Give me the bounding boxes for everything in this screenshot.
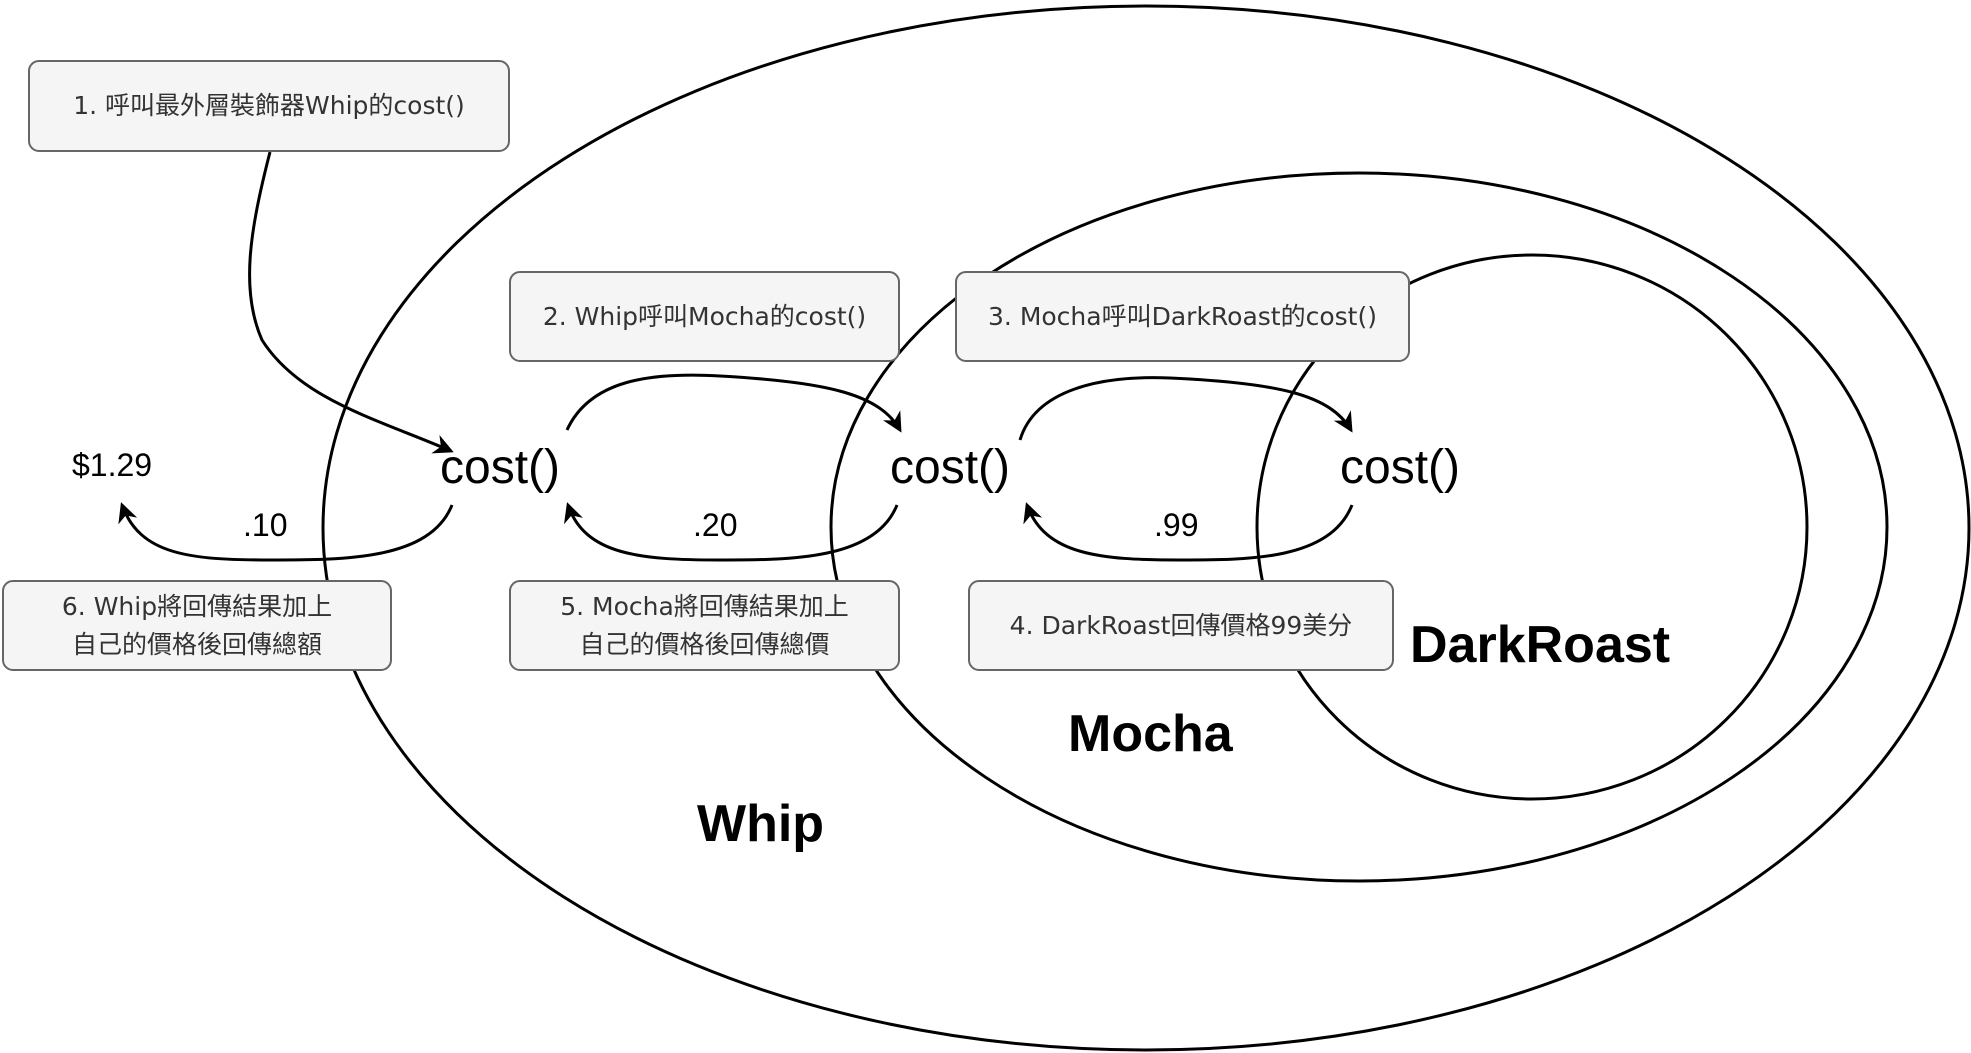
mocha-cost-method: cost() <box>890 441 1010 494</box>
step6-text-line2: 自己的價格後回傳總額 <box>71 629 322 659</box>
step6-text-line1: 6. Whip將回傳結果加上 <box>61 591 333 621</box>
step1-note: 1. 呼叫最外層裝飾器Whip的cost() <box>28 60 510 152</box>
step2-call-arrow <box>565 373 902 433</box>
whip-layer-label: Whip <box>697 795 825 853</box>
darkroast-cost-method: cost() <box>1340 441 1460 494</box>
step5-text-line1: 5. Mocha將回傳結果加上 <box>560 591 849 621</box>
whip-cost-method: cost() <box>440 441 560 494</box>
step3-call-arrow <box>1018 376 1353 441</box>
step5-text-line2: 自己的價格後回傳總價 <box>579 629 830 659</box>
step2-text: 2. Whip呼叫Mocha的cost() <box>542 301 867 331</box>
darkroast-layer-label: DarkRoast <box>1410 616 1671 674</box>
whip-layer-outline <box>321 4 1971 1052</box>
return-arrow-whip <box>118 502 454 562</box>
step1-call-arrow <box>248 151 454 454</box>
step5-note: 5. Mocha將回傳結果加上 自己的價格後回傳總價 <box>509 580 900 671</box>
step3-text: 3. Mocha呼叫DarkRoast的cost() <box>988 301 1377 331</box>
step4-note: 4. DarkRoast回傳價格99美分 <box>968 580 1394 671</box>
mocha-layer-outline <box>829 171 1889 883</box>
mocha-return-value: .20 <box>693 507 738 543</box>
darkroast-layer-outline <box>1255 253 1809 801</box>
return-arrow-darkroast <box>1023 502 1354 562</box>
whip-return-value: .10 <box>243 507 288 543</box>
darkroast-return-value: .99 <box>1154 507 1199 543</box>
step3-note: 3. Mocha呼叫DarkRoast的cost() <box>955 271 1410 362</box>
total-price: $1.29 <box>72 447 153 483</box>
return-arrow-mocha <box>564 502 899 562</box>
mocha-layer-label: Mocha <box>1068 705 1233 763</box>
step4-text: 4. DarkRoast回傳價格99美分 <box>1009 610 1353 640</box>
step6-note: 6. Whip將回傳結果加上 自己的價格後回傳總額 <box>2 580 392 671</box>
step1-text: 1. 呼叫最外層裝飾器Whip的cost() <box>73 91 465 120</box>
step2-note: 2. Whip呼叫Mocha的cost() <box>509 271 900 362</box>
